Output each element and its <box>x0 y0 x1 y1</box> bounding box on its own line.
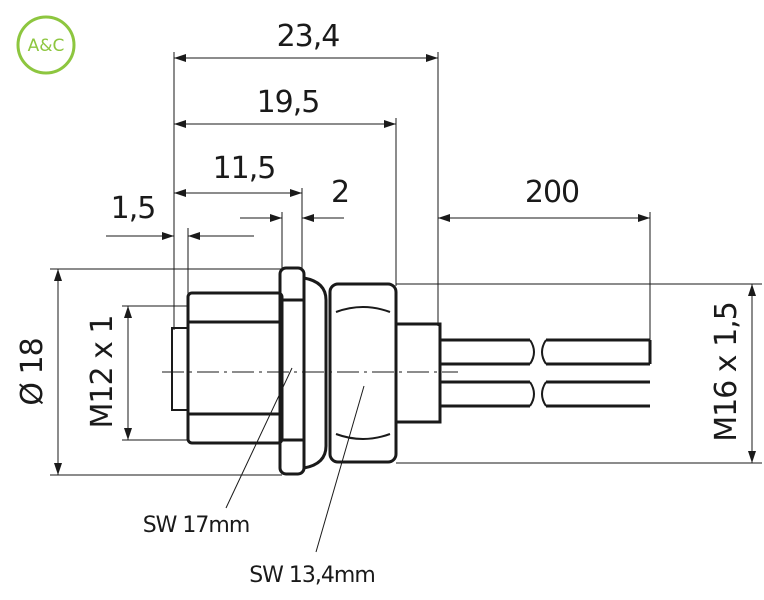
logo-text: A&C <box>28 36 65 56</box>
dimension-lines <box>54 54 756 475</box>
panel-nut <box>278 266 306 476</box>
connector-outline <box>162 266 652 476</box>
callout-front-wrench: SW 17mm <box>143 513 250 538</box>
callouts: SW 17mm SW 13,4mm <box>143 367 376 588</box>
leader-front-wrench <box>225 367 293 509</box>
label-body-length: 19,5 <box>257 85 320 120</box>
extension-lines <box>50 52 762 476</box>
rear-boss <box>394 322 442 424</box>
label-front-thread: M12 x 1 <box>85 316 120 429</box>
front-face <box>171 327 189 411</box>
label-diameter: Ø 18 <box>15 338 50 405</box>
label-nut-width: 2 <box>331 175 349 210</box>
label-rear-thread: M16 x 1,5 <box>709 302 744 442</box>
o-ring <box>303 276 328 470</box>
leader-rear-wrench <box>315 385 365 553</box>
label-overall-length: 23,4 <box>277 19 340 54</box>
label-front-length: 11,5 <box>213 151 276 186</box>
label-front-offset: 1,5 <box>111 191 156 226</box>
dimension-labels: 23,4 19,5 11,5 1,5 2 200 Ø 18 M12 x 1 M1… <box>15 19 744 442</box>
logo-ring <box>16 15 76 75</box>
callout-rear-wrench: SW 13,4mm <box>249 563 375 588</box>
company-logo: A&C <box>16 15 76 75</box>
label-cable-length: 200 <box>525 175 579 210</box>
front-hex-body <box>186 291 284 445</box>
